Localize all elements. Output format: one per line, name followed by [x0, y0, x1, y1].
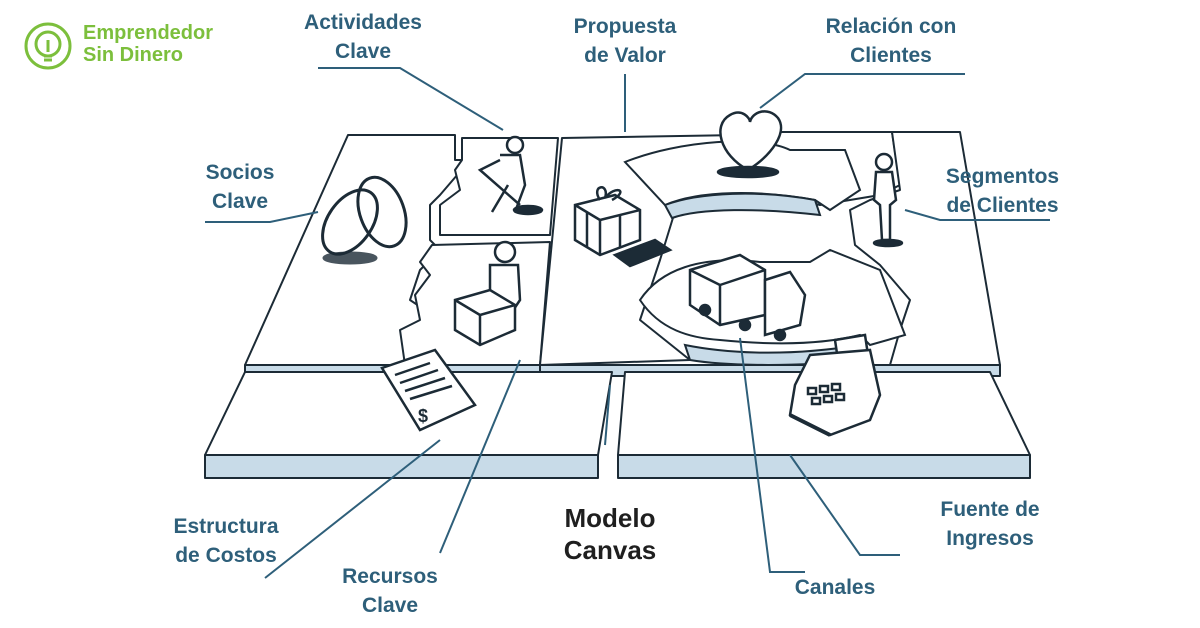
- label-socios-clave: Socios Clave: [205, 161, 275, 213]
- gift-box-icon: [573, 186, 673, 268]
- callout-lines: [205, 67, 1050, 579]
- label-actividades-clave: Actividades Clave: [304, 11, 422, 63]
- label-canales: Canales: [794, 576, 876, 599]
- label-segmentos-clientes: Segmentos de Clientes: [945, 165, 1060, 217]
- lightbulb-icon: [24, 22, 72, 70]
- cash-register-icon: [788, 333, 882, 437]
- heart-icon: [716, 110, 783, 179]
- chain-links-icon: [321, 175, 408, 265]
- diagram-title: Modelo Canvas: [563, 503, 657, 565]
- svg-text:$: $: [418, 406, 428, 426]
- delivery-truck-icon: [688, 253, 807, 342]
- label-fuente-ingresos: Fuente de Ingresos: [940, 498, 1040, 550]
- label-propuesta-valor: Propuesta de Valor: [573, 15, 677, 67]
- digging-worker-icon: [477, 135, 544, 216]
- label-recursos-clave: Recursos Clave: [342, 565, 438, 617]
- invoice-document-icon: $: [380, 348, 477, 432]
- worker-with-box-icon: [453, 240, 522, 347]
- canvas-board: [204, 131, 1031, 479]
- standing-person-icon: [872, 152, 904, 248]
- brand-name: Emprendedor Sin Dinero: [83, 22, 214, 66]
- label-estructura-costos: Estructura de Costos: [173, 515, 279, 567]
- label-relacion-clientes: Relación con Clientes: [825, 15, 957, 67]
